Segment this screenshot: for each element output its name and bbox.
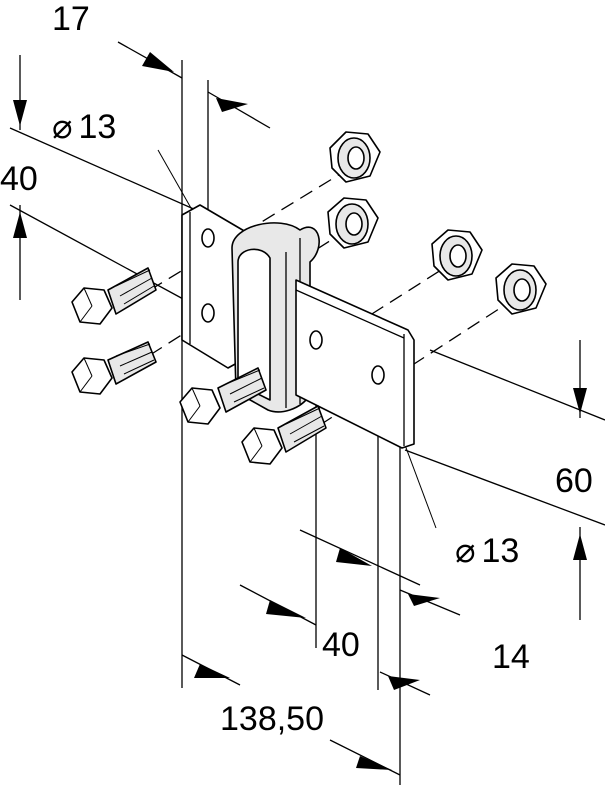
dim-overall-length: 138,50 bbox=[220, 700, 324, 738]
dim-top-hole-value: 13 bbox=[78, 108, 116, 146]
nut-3 bbox=[431, 229, 483, 281]
nut-2 bbox=[327, 197, 379, 249]
bolt-2 bbox=[71, 341, 157, 395]
dimension-arrows bbox=[13, 52, 587, 770]
nut-1 bbox=[329, 131, 381, 183]
diameter-symbol: ⌀ bbox=[455, 532, 475, 570]
bolts bbox=[71, 267, 327, 465]
dim-left-height: 40 bbox=[0, 160, 38, 198]
dim-right-hole-diameter: ⌀13 bbox=[455, 532, 519, 570]
bolt-4 bbox=[241, 405, 327, 465]
nut-4 bbox=[495, 263, 547, 315]
bolt-1 bbox=[71, 267, 157, 325]
dim-right-hole-value: 13 bbox=[481, 532, 519, 570]
hole-top-left bbox=[201, 228, 215, 248]
hole-bottom-left bbox=[201, 303, 215, 323]
bolt-3 bbox=[179, 367, 267, 425]
dim-top-width: 17 bbox=[52, 0, 90, 38]
hole-front-left bbox=[309, 330, 323, 350]
dim-top-hole-diameter: ⌀13 bbox=[52, 108, 116, 146]
hole-front-right bbox=[371, 365, 385, 385]
dimension-labels: 17 ⌀13 40 60 ⌀13 40 14 138,50 bbox=[0, 0, 593, 738]
dim-flange-thickness: 14 bbox=[492, 638, 530, 676]
bracket bbox=[181, 204, 415, 449]
diameter-symbol: ⌀ bbox=[52, 108, 72, 146]
nuts bbox=[327, 131, 547, 315]
dim-right-height: 60 bbox=[555, 462, 593, 500]
dim-hole-spacing: 40 bbox=[322, 626, 360, 664]
